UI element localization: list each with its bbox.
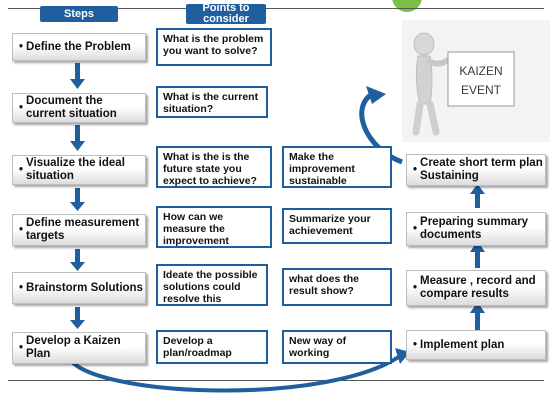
point-summarize: Summarize your achievement [282, 208, 392, 244]
sign-line-1: KAIZEN [459, 64, 502, 78]
right-up-arrows [470, 184, 485, 331]
step-measure-results: •Measure , record and compare results [406, 270, 546, 306]
point-measure: How can we measure the improvement again… [156, 206, 272, 248]
sign-line-2: EVENT [461, 83, 502, 97]
step-implement-plan: •Implement plan [406, 330, 546, 360]
point-problem: What is the problem you want to solve? [156, 28, 272, 66]
step-define-problem: •Define the Problem [12, 33, 146, 61]
curved-connector [70, 354, 402, 393]
point-sustainable: Make the improvement sustainable [282, 146, 392, 188]
step-document-situation: •Document the current situation [12, 93, 146, 123]
steps-header: Steps [40, 6, 118, 22]
step-define-targets: •Define measurement targets [12, 214, 146, 246]
point-roadmap: Develop a plan/roadmap [156, 330, 268, 364]
point-new-way: New way of working [282, 330, 392, 364]
point-ideate: Ideate the possible solutions could reso… [156, 264, 268, 306]
step-summary-docs: •Preparing summary documents [406, 212, 546, 246]
top-divider [8, 8, 544, 9]
point-result: what does the result show? [282, 268, 392, 306]
step-short-term-plan: •Create short term plan Sustaining [406, 154, 546, 186]
point-current: What is the current situation? [156, 86, 268, 118]
logo-circle [392, 0, 422, 12]
point-future: What is the is the future state you expe… [156, 146, 272, 188]
step-visualize-ideal: •Visualize the ideal situation [12, 155, 146, 185]
points-header: Points to consider [186, 3, 266, 25]
step-kaizen-plan: •Develop a Kaizen Plan [12, 332, 146, 364]
left-down-arrows [70, 63, 85, 329]
bottom-divider [8, 380, 544, 381]
step-brainstorm: •Brainstorm Solutions [12, 272, 146, 304]
